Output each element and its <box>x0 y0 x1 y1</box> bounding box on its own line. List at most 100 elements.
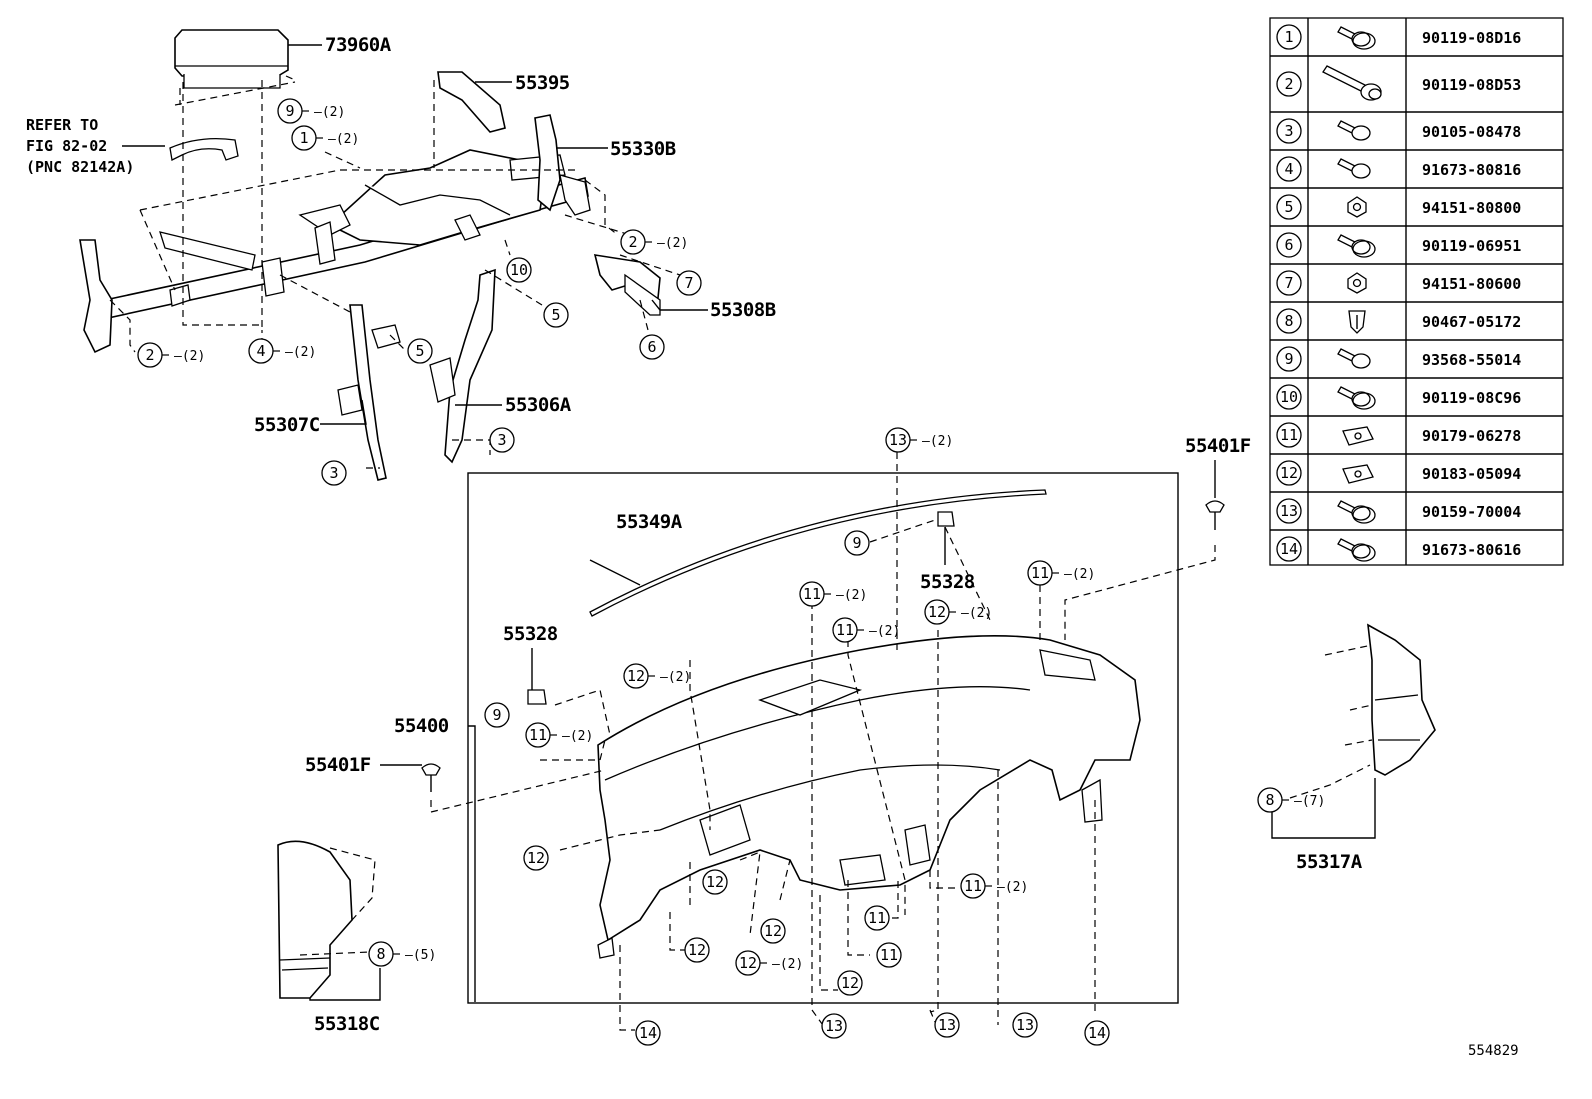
callout-55306a: 55306A <box>505 394 572 416</box>
callout-bubble-number: 3 <box>329 464 338 482</box>
fastener-number: 11 <box>1280 426 1298 444</box>
callout-bubble-11: 11 —(2) <box>832 617 900 643</box>
callout-bubble-number: 5 <box>415 342 424 360</box>
long-bolt-icon <box>1322 65 1382 101</box>
nut-icon <box>1347 196 1367 218</box>
callout-bubble-quantity: —(2) <box>657 236 688 251</box>
reference-note: REFER TO FIG 82-02 (PNC 82142A) <box>26 116 134 176</box>
bolt-washer-icon <box>1337 386 1376 410</box>
callout-bubble-quantity: —(2) <box>772 957 803 972</box>
part-55328-clip-lower <box>527 689 547 705</box>
callout-bubble-quantity: —(2) <box>836 588 867 603</box>
callout-bubble-number: 1 <box>299 129 308 147</box>
callout-bubble-12: 12 <box>760 918 786 944</box>
callout-bubble-quantity: —(2) <box>314 105 345 120</box>
callout-55395: 55395 <box>515 72 570 94</box>
fastener-number: 10 <box>1280 388 1298 406</box>
callout-bubble-number: 12 <box>527 849 545 867</box>
callout-bubble-11: 11—(2) <box>525 722 593 748</box>
callout-bubble-number: 14 <box>1088 1024 1106 1042</box>
callout-bubble-number: 12 <box>928 603 946 621</box>
callout-bubble-number: 11 <box>836 621 854 639</box>
fastener-part-number: 90119-06951 <box>1422 237 1521 255</box>
parts-artwork <box>79 29 1436 999</box>
fastener-number: 9 <box>1284 350 1293 368</box>
clip-icon <box>1348 310 1366 334</box>
fastener-part-number: 90183-05094 <box>1422 465 1521 483</box>
part-55307c <box>349 304 387 481</box>
callout-bubble-11: 11—(2) <box>1027 560 1095 586</box>
bolt-icon <box>1337 158 1371 179</box>
callout-bubble-3: 3 <box>321 460 347 486</box>
callout-bubble-number: 11 <box>868 909 886 927</box>
callout-bubble-12: 12—(2) <box>623 663 691 689</box>
part-55318c-panel <box>277 840 353 999</box>
callout-bubble-number: 12 <box>688 941 706 959</box>
part-55401f-pin-left <box>421 763 441 792</box>
fastener-number: 2 <box>1284 75 1293 93</box>
fastener-table-row: 1 90119-08D16 <box>1276 24 1521 50</box>
callout-55401f-left: 55401F <box>305 754 371 776</box>
fastener-part-number: 90119-08D16 <box>1422 29 1521 47</box>
callout-bubble-12: 12—(2) <box>735 950 803 976</box>
fastener-number: 12 <box>1280 464 1298 482</box>
callout-bubble-number: 11 <box>803 585 821 603</box>
fastener-table-frame <box>1269 17 1564 566</box>
callout-55330b: 55330B <box>610 138 676 160</box>
callout-bubble-13: 13 <box>1012 1012 1038 1038</box>
part-55328-clip-upper <box>937 511 955 527</box>
callout-55401f-right: 55401F <box>1185 435 1251 457</box>
callout-bubble-number: 9 <box>852 534 861 552</box>
leader-lines <box>109 44 1376 1031</box>
fastener-number: 5 <box>1284 198 1293 216</box>
fastener-part-number: 90119-08C96 <box>1422 389 1521 407</box>
callout-bubble-12: 12 <box>523 845 549 871</box>
fastener-number: 14 <box>1280 540 1298 558</box>
part-55395 <box>437 71 506 133</box>
callout-bubble-quantity: —(2) <box>869 624 900 639</box>
callout-55308b: 55308B <box>710 299 776 321</box>
fastener-part-number: 93568-55014 <box>1422 351 1521 369</box>
part-left-end-bracket <box>79 239 113 354</box>
callout-bubble-quantity: —(2) <box>961 606 992 621</box>
reference-note-line-1: REFER TO <box>26 116 98 134</box>
fastener-table-row: 14 91673-80616 <box>1270 529 1563 562</box>
u-nut-icon <box>1342 426 1374 446</box>
callout-55328-upper: 55328 <box>920 571 975 593</box>
fastener-table-row: 10 90119-08C96 <box>1270 377 1563 410</box>
part-55400-instrument-panel <box>597 634 1141 959</box>
callout-bubble-14: 14 <box>1084 1020 1110 1046</box>
callout-bubble-12: 12 —(2) <box>924 599 992 625</box>
callout-bubble-quantity: —(2) <box>562 729 593 744</box>
callout-bubble-11: 11 —(2) <box>799 581 867 607</box>
nut-icon <box>1347 272 1367 294</box>
fastener-part-number: 91673-80616 <box>1422 541 1521 559</box>
callout-bubble-5: 5 <box>407 338 433 364</box>
fastener-part-number: 90105-08478 <box>1422 123 1521 141</box>
callout-55328-lower: 55328 <box>503 623 558 645</box>
callout-bubble-quantity: —(2) <box>285 345 316 360</box>
callout-bubble-9: 9 <box>844 530 870 556</box>
callout-bubble-12: 12 <box>702 869 728 895</box>
callout-bubble-8: 8—(7) <box>1257 787 1325 813</box>
fastener-number: 8 <box>1284 312 1293 330</box>
callout-bubble-number: 13 <box>938 1016 956 1034</box>
callout-bubble-number: 13 <box>825 1017 843 1035</box>
fastener-part-number: 94151-80600 <box>1422 275 1521 293</box>
callout-55400: 55400 <box>394 715 449 737</box>
callout-bubble-number: 6 <box>647 338 656 356</box>
callout-55349a: 55349A <box>616 511 683 533</box>
part-55317a-panel <box>1367 623 1436 776</box>
callout-bubble-8: 8—(5) <box>368 941 436 967</box>
fastener-number: 1 <box>1284 28 1293 46</box>
callout-bubble-1: 1—(2) <box>291 125 359 151</box>
callout-55317a: 55317A <box>1296 851 1363 873</box>
callout-bubble-number: 8 <box>1265 791 1274 809</box>
